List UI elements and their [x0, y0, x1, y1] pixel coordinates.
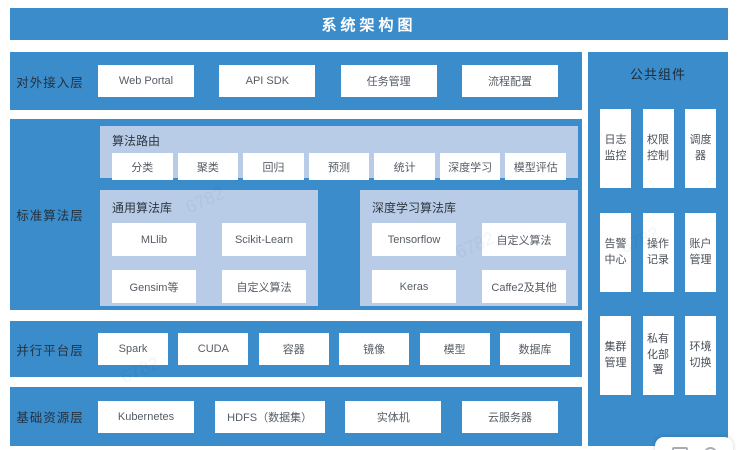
panel-general-lib-title: 通用算法库	[112, 201, 173, 215]
common-row-3: 集群管理 私有化部署 环境切换	[588, 316, 728, 395]
panel-general-lib: 通用算法库 MLlib Scikit-Learn Gensim等 自定义算法	[100, 190, 318, 306]
diagram-title-bar: 系统架构图	[10, 8, 728, 40]
node-kubernetes: Kubernetes	[98, 400, 194, 433]
node-alert-center: 告警中心	[600, 213, 631, 292]
node-physical-machine: 实体机	[345, 400, 442, 433]
deep-lib-items: Tensorflow 自定义算法 Keras Caffe2及其他	[360, 216, 578, 303]
panel-algorithm-routing: 算法路由 分类 聚类 回归 预测 统计 深度学习 模型评估	[100, 126, 578, 180]
layer-access: 对外接入层 Web Portal API SDK 任务管理 流程配置	[10, 52, 582, 110]
node-statistics: 统计	[374, 153, 435, 180]
layer-platform-label: 并行平台层	[16, 343, 84, 358]
node-model-evaluation: 模型评估	[505, 153, 567, 180]
node-permission-control: 权限控制	[642, 109, 674, 188]
node-environment-switch: 环境切换	[685, 316, 716, 395]
layer-resource-boxes: Kubernetes HDFS（数据集） 实体机 云服务器	[90, 387, 582, 446]
node-cluster-management: 集群管理	[600, 316, 631, 395]
layer-algorithm-content: 算法路由 分类 聚类 回归 预测 统计 深度学习 模型评估 通用算法库 MLli…	[100, 119, 578, 310]
layer-resource-label: 基础资源层	[16, 411, 84, 425]
node-mllib: MLlib	[112, 223, 196, 256]
node-tensorflow: Tensorflow	[372, 223, 456, 256]
node-clustering: 聚类	[177, 153, 239, 180]
window-icon[interactable]	[671, 447, 688, 450]
layer-algorithm-label: 标准算法层	[16, 209, 84, 223]
node-log-monitoring: 日志监控	[600, 109, 631, 188]
layer-access-label: 对外接入层	[16, 75, 84, 90]
common-row-1: 日志监控 权限控制 调度器	[588, 109, 728, 188]
node-task-management: 任务管理	[340, 65, 437, 97]
node-account-management: 账户管理	[685, 213, 716, 292]
node-regression: 回归	[243, 153, 304, 180]
node-gensim: Gensim等	[112, 270, 196, 303]
layer-access-boxes: Web Portal API SDK 任务管理 流程配置	[90, 52, 582, 110]
node-process-config: 流程配置	[461, 65, 558, 97]
node-deep-learning: 深度学习	[439, 153, 501, 180]
node-scikit-learn: Scikit-Learn	[222, 223, 306, 256]
node-cuda: CUDA	[178, 333, 249, 365]
panel-deep-lib-title: 深度学习算法库	[372, 201, 457, 215]
node-private-deployment: 私有化部署	[642, 316, 674, 395]
node-keras: Keras	[372, 270, 456, 303]
node-operation-log: 操作记录	[642, 213, 674, 292]
routing-items: 分类 聚类 回归 预测 统计 深度学习 模型评估	[100, 149, 578, 180]
panel-deep-lib: 深度学习算法库 Tensorflow 自定义算法 Keras Caffe2及其他	[360, 190, 578, 306]
node-spark: Spark	[98, 333, 168, 365]
node-web-portal: Web Portal	[98, 65, 194, 97]
circle-icon[interactable]	[703, 446, 717, 450]
node-image: 镜像	[339, 333, 410, 365]
layer-platform-boxes: Spark CUDA 容器 镜像 模型 数据库	[90, 321, 582, 377]
floating-toolbar[interactable]	[655, 437, 733, 450]
node-cloud-server: 云服务器	[461, 400, 558, 433]
node-classification: 分类	[112, 153, 173, 180]
common-row-2: 告警中心 操作记录 账户管理	[588, 213, 728, 292]
node-scheduler: 调度器	[685, 109, 716, 188]
layer-algorithm: 标准算法层 算法路由 分类 聚类 回归 预测 统计 深度学习 模型评估 通用算法…	[10, 119, 582, 310]
node-caffe2: Caffe2及其他	[482, 270, 566, 303]
layer-resource: 基础资源层 Kubernetes HDFS（数据集） 实体机 云服务器	[10, 387, 582, 446]
node-custom-algorithm-deep: 自定义算法	[482, 223, 566, 256]
node-database: 数据库	[499, 333, 570, 365]
node-api-sdk: API SDK	[219, 65, 316, 97]
node-prediction: 预测	[308, 153, 370, 180]
general-lib-items: MLlib Scikit-Learn Gensim等 自定义算法	[100, 216, 318, 303]
node-model: 模型	[419, 333, 490, 365]
node-custom-algorithm-general: 自定义算法	[222, 270, 306, 303]
panel-common-components: 公共组件 日志监控 权限控制 调度器 告警中心 操作记录 账户管理 集群管理 私…	[588, 52, 728, 446]
page-title: 系统架构图	[321, 16, 417, 34]
layer-platform: 并行平台层 Spark CUDA 容器 镜像 模型 数据库	[10, 321, 582, 377]
node-hdfs: HDFS（数据集）	[214, 400, 325, 433]
panel-algorithm-routing-title: 算法路由	[112, 134, 161, 148]
common-components-title: 公共组件	[629, 67, 686, 82]
algorithm-libraries: 通用算法库 MLlib Scikit-Learn Gensim等 自定义算法 深…	[100, 190, 578, 306]
node-container: 容器	[258, 333, 329, 365]
